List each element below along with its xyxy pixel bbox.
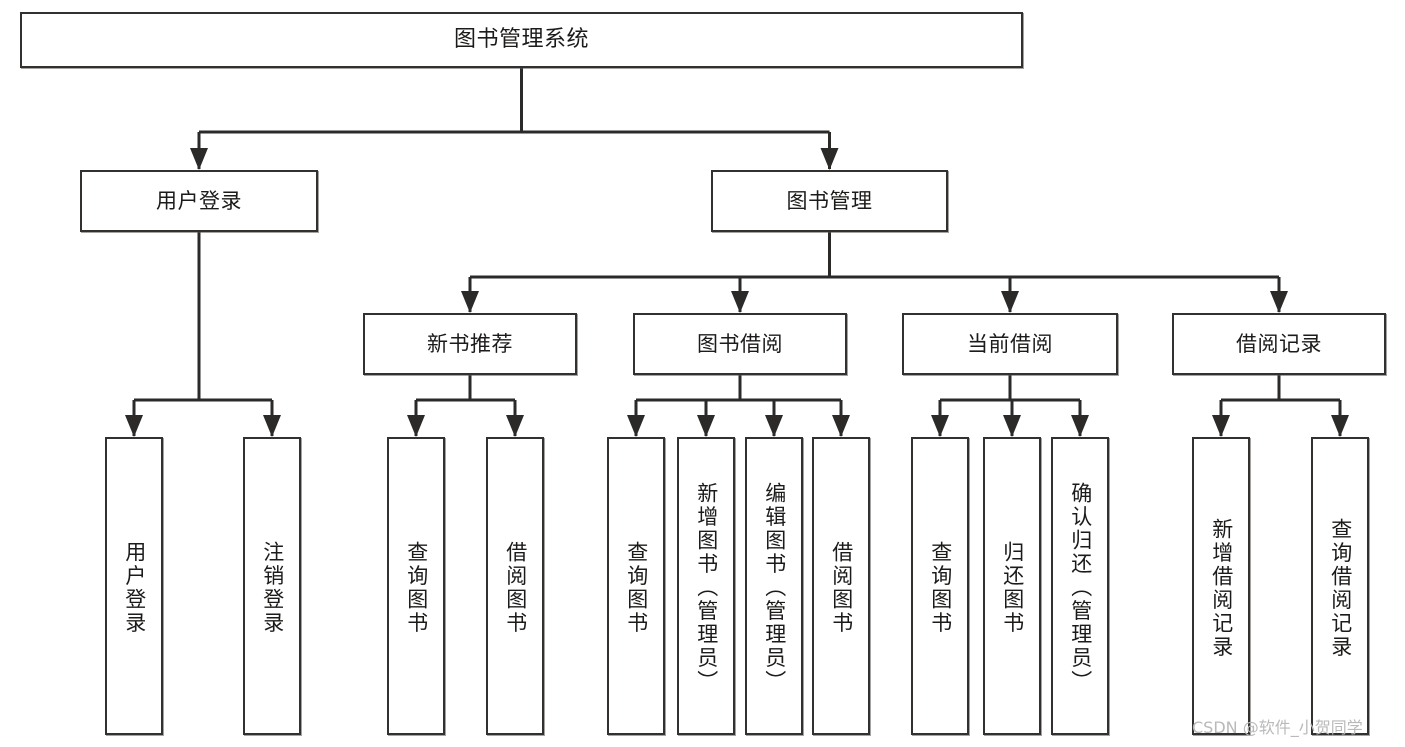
- leaf-edit-book-label: 编辑图书（管理员）: [762, 482, 787, 694]
- csdn-watermark: CSDN @软件_小贺同学: [1192, 718, 1363, 737]
- leaf-borrow-book-rec[interactable]: 借阅图书: [486, 437, 544, 735]
- leaf-query-book-bb[interactable]: 查询图书: [607, 437, 665, 735]
- node-book-manage[interactable]: 图书管理: [711, 170, 948, 232]
- leaf-user-logout[interactable]: 注销登录: [243, 437, 301, 735]
- leaf-borrow-book-rec-label: 借阅图书: [503, 541, 528, 635]
- node-current-borrow-label: 当前借阅: [967, 331, 1053, 356]
- leaf-return-book-label: 归还图书: [1000, 541, 1025, 635]
- node-user-login[interactable]: 用户登录: [80, 170, 318, 232]
- leaf-query-record-label: 查询借阅记录: [1328, 517, 1353, 659]
- leaf-query-book-bb-label: 查询图书: [624, 541, 649, 635]
- leaf-return-book[interactable]: 归还图书: [983, 437, 1041, 735]
- node-book-borrow[interactable]: 图书借阅: [633, 313, 847, 375]
- node-borrow-record-label: 借阅记录: [1236, 331, 1322, 356]
- leaf-user-login[interactable]: 用户登录: [105, 437, 163, 735]
- leaf-user-login-label: 用户登录: [122, 541, 147, 635]
- leaf-add-record[interactable]: 新增借阅记录: [1192, 437, 1250, 735]
- leaf-confirm-return[interactable]: 确认归还（管理员）: [1051, 437, 1109, 735]
- node-root[interactable]: 图书管理系统: [20, 12, 1023, 68]
- leaf-edit-book[interactable]: 编辑图书（管理员）: [745, 437, 803, 735]
- leaf-borrow-book-bb-label: 借阅图书: [829, 541, 854, 635]
- node-root-label: 图书管理系统: [453, 27, 589, 53]
- leaf-add-record-label: 新增借阅记录: [1209, 517, 1234, 659]
- leaf-confirm-return-label: 确认归还（管理员）: [1068, 482, 1093, 694]
- node-borrow-record[interactable]: 借阅记录: [1172, 313, 1386, 375]
- leaf-borrow-book-bb[interactable]: 借阅图书: [812, 437, 870, 735]
- node-new-book-rec[interactable]: 新书推荐: [363, 313, 577, 375]
- leaf-query-book-cb-label: 查询图书: [928, 541, 953, 635]
- leaf-user-logout-label: 注销登录: [260, 541, 285, 635]
- node-user-login-label: 用户登录: [156, 188, 242, 213]
- leaf-query-book-rec-label: 查询图书: [404, 541, 429, 635]
- leaf-add-book-label: 新增图书（管理员）: [694, 482, 719, 694]
- leaf-query-record[interactable]: 查询借阅记录: [1311, 437, 1369, 735]
- node-book-borrow-label: 图书借阅: [697, 331, 783, 356]
- leaf-query-book-cb[interactable]: 查询图书: [911, 437, 969, 735]
- leaf-add-book[interactable]: 新增图书（管理员）: [677, 437, 735, 735]
- node-current-borrow[interactable]: 当前借阅: [902, 313, 1118, 375]
- leaf-query-book-rec[interactable]: 查询图书: [387, 437, 445, 735]
- node-new-book-rec-label: 新书推荐: [427, 331, 513, 356]
- node-book-manage-label: 图书管理: [786, 188, 873, 213]
